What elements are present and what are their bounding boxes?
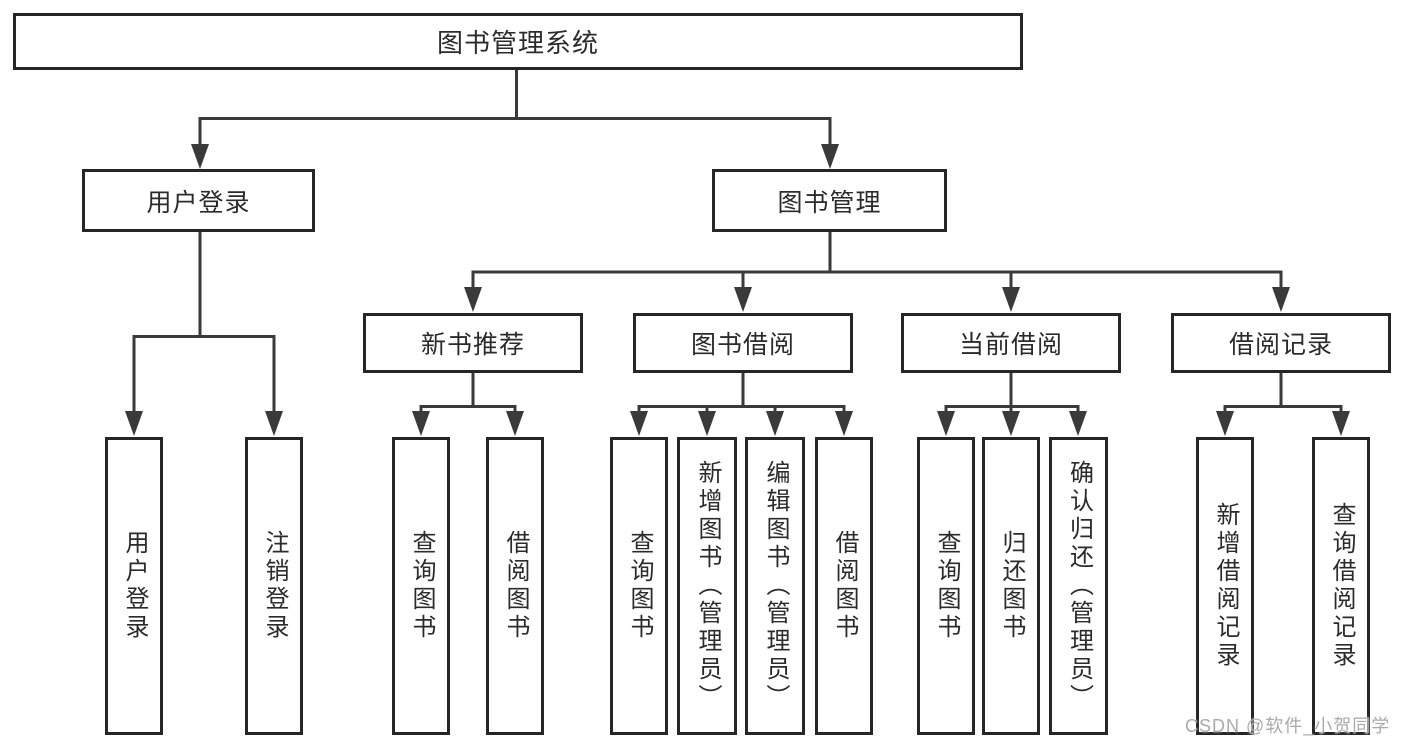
node-book-management: 图书管理 (712, 169, 947, 232)
leaf-borrow-book-1: 借阅图书 (486, 437, 544, 735)
node-book-management-label: 图书管理 (777, 188, 882, 217)
leaf-return-book: 归还图书 (982, 437, 1040, 735)
leaf-query-book-1: 查询图书 (392, 437, 450, 735)
node-borrowing-records: 借阅记录 (1171, 313, 1391, 373)
leaf-borrow-book-2: 借阅图书 (815, 437, 873, 735)
leaf-borrow-book-1-label: 借阅图书 (502, 530, 529, 642)
node-new-book-recommend-label: 新书推荐 (420, 331, 525, 359)
leaf-query-borrow-record-label: 查询借阅记录 (1328, 502, 1355, 670)
leaf-add-borrow-record-label: 新增借阅记录 (1212, 502, 1239, 670)
node-current-borrowing: 当前借阅 (901, 313, 1121, 373)
leaf-user-login: 用户登录 (105, 437, 163, 735)
leaf-add-borrow-record: 新增借阅记录 (1196, 437, 1254, 735)
leaf-query-borrow-record: 查询借阅记录 (1312, 437, 1370, 735)
leaf-query-book-2-label: 查询图书 (626, 530, 653, 642)
leaf-logout-label: 注销登录 (261, 530, 288, 642)
leaf-logout: 注销登录 (245, 437, 303, 735)
leaf-return-book-label: 归还图书 (998, 530, 1025, 642)
leaf-query-book-1-label: 查询图书 (408, 530, 435, 642)
node-user-login: 用户登录 (82, 169, 315, 232)
leaf-add-book-admin-label: 新增图书（管理员） (694, 460, 721, 712)
leaf-query-book-3: 查询图书 (917, 437, 975, 735)
leaf-user-login-label: 用户登录 (121, 530, 148, 642)
node-borrowing-records-label: 借阅记录 (1228, 331, 1333, 359)
leaf-borrow-book-2-label: 借阅图书 (831, 530, 858, 642)
leaf-confirm-return-admin: 确认归还（管理员） (1049, 437, 1108, 735)
node-new-book-recommend: 新书推荐 (363, 313, 583, 373)
leaf-query-book-3-label: 查询图书 (933, 530, 960, 642)
csdn-watermark: CSDN @软件_小贺同学 (1185, 716, 1391, 736)
node-current-borrowing-label: 当前借阅 (958, 331, 1063, 359)
node-root-label: 图书管理系统 (436, 28, 599, 58)
node-user-login-label: 用户登录 (146, 188, 251, 217)
leaf-add-book-admin: 新增图书（管理员） (677, 437, 737, 735)
leaf-edit-book-admin: 编辑图书（管理员） (745, 437, 805, 735)
leaf-edit-book-admin-label: 编辑图书（管理员） (762, 460, 789, 712)
node-book-borrowing: 图书借阅 (633, 313, 853, 373)
node-book-borrowing-label: 图书借阅 (690, 331, 795, 359)
leaf-confirm-return-admin-label: 确认归还（管理员） (1065, 460, 1093, 712)
leaf-query-book-2: 查询图书 (610, 437, 668, 735)
node-root: 图书管理系统 (13, 13, 1023, 70)
